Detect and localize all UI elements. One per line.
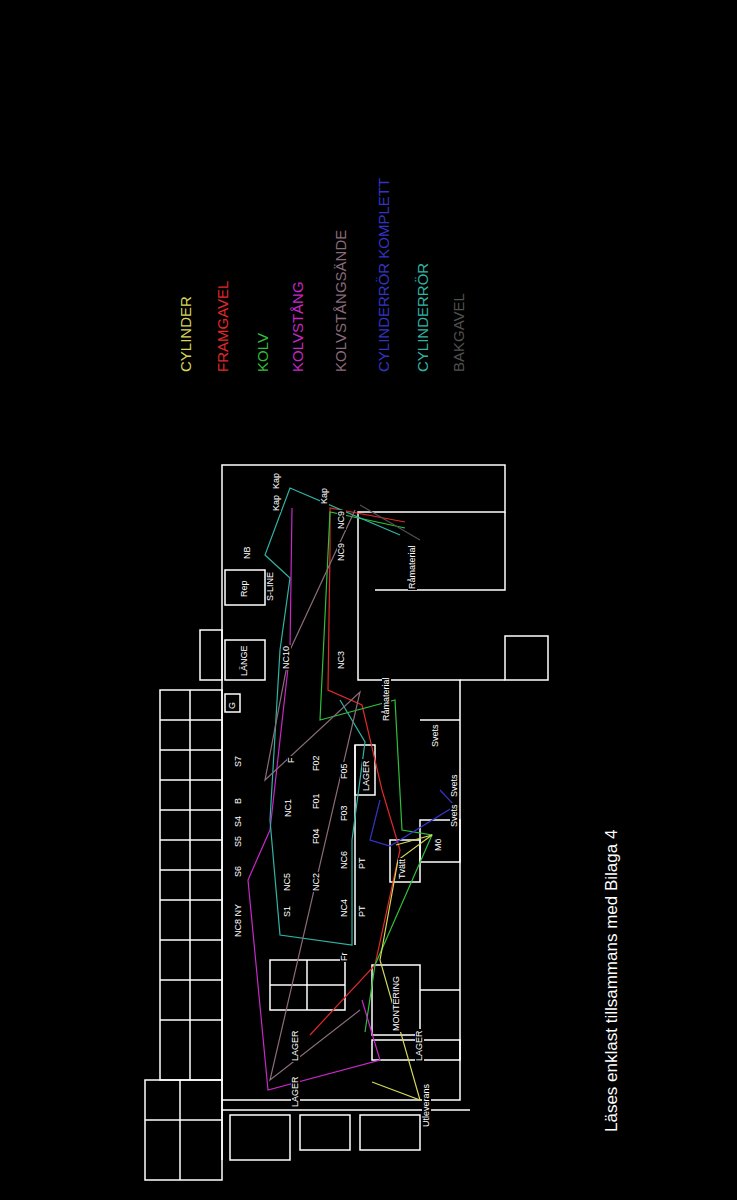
legend-entry: KOLVSTÅNGSÄNDE [333, 230, 348, 372]
legend-text: BAKGAVEL [450, 293, 467, 372]
area-label: Rep [240, 579, 249, 598]
area-label: NC2 [312, 872, 321, 892]
legend-entry: CYLINDERRÖR [415, 263, 430, 372]
area-label: F02 [312, 754, 321, 772]
legend-text: CYLINDERRÖR KOMPLETT [375, 178, 392, 372]
area-label: S6 [234, 865, 243, 878]
area-label: B [234, 797, 243, 805]
area-label: NC6 [340, 850, 349, 870]
area-label: MONTERING [392, 975, 401, 1032]
area-label: S7 [234, 755, 243, 768]
legend-text: KOLVSTÅNG [289, 281, 306, 372]
legend-text: KOLV [254, 333, 271, 372]
legend-text: FRAMGAVEL [214, 281, 231, 372]
area-label: F03 [340, 804, 349, 822]
legend-entry: KOLV [255, 333, 270, 372]
area-label: Mö [434, 837, 443, 852]
area-label: Utleverans [422, 1083, 431, 1128]
area-label: Svets [450, 773, 459, 798]
area-label: PT [358, 856, 367, 870]
legend-entry: CYLINDERRÖR KOMPLETT [376, 178, 391, 372]
area-label: LAGER [362, 759, 371, 792]
area-label: NC9 [337, 542, 346, 562]
caption: Läses enklast tillsammans med Bilaga 4 [603, 830, 620, 1132]
area-label: S1 [283, 905, 292, 918]
area-label: Kap [272, 494, 281, 512]
area-label: Råmaterial [382, 676, 391, 722]
legend-text: KOLVSTÅNGSÄNDE [332, 230, 349, 372]
area-label: LAGER [415, 1029, 424, 1062]
legend-entry: BAKGAVEL [451, 293, 466, 372]
area-label: NC4 [340, 898, 349, 918]
area-label: S-LINE [266, 571, 275, 602]
area-label: LAGER [291, 1029, 300, 1062]
area-label: LAGER [291, 1075, 300, 1108]
area-label: Fr [340, 952, 349, 963]
legend-entry: CYLINDER [178, 296, 193, 372]
area-label: Svets [431, 723, 440, 748]
area-label: Råmaterial [408, 544, 417, 590]
area-label: LÄNGE [240, 644, 249, 677]
legend-entry: FRAMGAVEL [215, 281, 230, 372]
area-label: F05 [340, 762, 349, 780]
area-label: NB [243, 545, 252, 560]
area-label: NC8 NY [234, 903, 243, 938]
area-label: F04 [312, 827, 321, 845]
area-label: NC5 [283, 872, 292, 892]
legend-text: CYLINDERRÖR [414, 263, 431, 372]
area-label: G [228, 701, 237, 710]
legend-entry: KOLVSTÅNG [290, 281, 305, 372]
area-label: Svets [450, 803, 459, 828]
area-label: NC3 [337, 650, 346, 670]
area-label: NC1 [284, 798, 293, 818]
area-label: S5 [234, 835, 243, 848]
area-label: PT [358, 904, 367, 918]
area-label: S4 [234, 815, 243, 828]
area-label: NC10 [282, 645, 291, 670]
area-label: F01 [312, 792, 321, 810]
area-label: Tvätt [398, 858, 407, 880]
legend-text: CYLINDER [177, 296, 194, 372]
area-label: NC9 [337, 510, 346, 530]
area-label: Kap [272, 472, 281, 490]
area-label: F [287, 757, 296, 765]
area-label: Kap [320, 487, 329, 505]
